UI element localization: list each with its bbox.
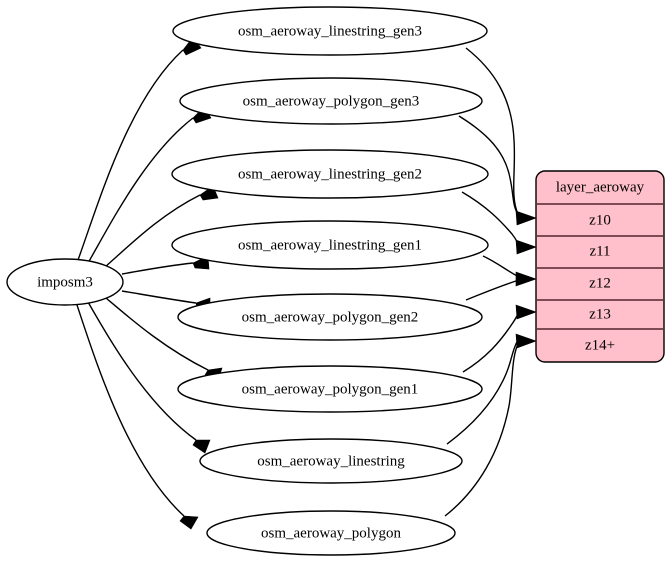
edge-polygon-gen3-to-z10 <box>458 115 520 217</box>
linestring-gen1-label: osm_aeroway_linestring_gen1 <box>238 237 422 253</box>
linestring-gen2-ellipse[interactable] <box>171 149 489 199</box>
arrowhead-linestring <box>192 439 211 454</box>
node-osm-aeroway-polygon-gen2[interactable]: osm_aeroway_polygon_gen2 <box>177 293 483 341</box>
edge-imposm3-to-linestring-gen1 <box>121 262 194 275</box>
arrowhead-z11 <box>515 239 537 255</box>
edge-imposm3-to-linestring-gen3 <box>77 49 184 261</box>
edge-linestring-gen1-to-z12 <box>482 255 520 278</box>
edge-imposm3-to-linestring-gen2 <box>104 194 201 268</box>
polygon-gen1-ellipse[interactable] <box>177 365 483 413</box>
polygon-ellipse[interactable] <box>206 510 456 556</box>
node-layer-aeroway-table[interactable]: layer_aeroway z10 z11 z12 z13 z14+ <box>535 170 665 363</box>
layer-aeroway-row-z11[interactable]: z11 <box>589 243 610 259</box>
node-osm-aeroway-linestring-gen2[interactable]: osm_aeroway_linestring_gen2 <box>171 149 489 199</box>
node-osm-aeroway-linestring[interactable]: osm_aeroway_linestring <box>199 438 463 484</box>
linestring-gen2-label: osm_aeroway_linestring_gen2 <box>238 166 422 182</box>
arrowhead-z12 <box>515 271 537 287</box>
edge-polygon-gen2-to-z12 <box>465 279 520 301</box>
polygon-gen1-label: osm_aeroway_polygon_gen1 <box>242 381 419 397</box>
edge-imposm3-to-polygon-gen1 <box>105 297 209 371</box>
node-osm-aeroway-polygon-gen3[interactable]: osm_aeroway_polygon_gen3 <box>179 77 483 125</box>
layer-aeroway-box[interactable] <box>535 170 665 363</box>
layer-aeroway-row-z12[interactable]: z12 <box>589 275 611 291</box>
arrowhead-polygon <box>179 515 199 530</box>
linestring-ellipse[interactable] <box>199 438 463 484</box>
edge-imposm3-to-polygon-gen3 <box>87 117 194 264</box>
edge-polygon-to-z14-plus <box>444 341 520 517</box>
arrowhead-z14-plus <box>515 333 537 349</box>
edges-tables-to-layer <box>444 47 520 517</box>
linestring-gen3-label: osm_aeroway_linestring_gen3 <box>238 23 422 39</box>
node-osm-aeroway-polygon[interactable]: osm_aeroway_polygon <box>206 510 456 556</box>
polygon-gen2-ellipse[interactable] <box>177 293 483 341</box>
node-osm-aeroway-linestring-gen3[interactable]: osm_aeroway_linestring_gen3 <box>172 6 488 56</box>
node-osm-aeroway-linestring-gen1[interactable]: osm_aeroway_linestring_gen1 <box>171 220 489 270</box>
polygon-gen3-ellipse[interactable] <box>179 77 483 125</box>
linestring-label: osm_aeroway_linestring <box>257 453 405 469</box>
edge-linestring-gen3-to-z10 <box>465 47 519 215</box>
edges-source-to-tables <box>76 49 209 517</box>
imposm3-label: imposm3 <box>37 274 93 290</box>
arrowhead-z10 <box>515 210 537 226</box>
arrowheads-into-layer <box>515 210 537 349</box>
edge-linestring-to-z14-plus <box>446 339 519 445</box>
arrowhead-z13 <box>515 304 537 320</box>
layer-aeroway-row-z10[interactable]: z10 <box>589 212 611 228</box>
linestring-gen3-ellipse[interactable] <box>172 6 488 56</box>
node-osm-aeroway-polygon-gen1[interactable]: osm_aeroway_polygon_gen1 <box>177 365 483 413</box>
imposm3-ellipse[interactable] <box>6 258 124 306</box>
node-imposm3[interactable]: imposm3 <box>6 258 124 306</box>
polygon-gen2-label: osm_aeroway_polygon_gen2 <box>242 309 419 325</box>
edge-imposm3-to-polygon-gen2 <box>121 290 197 304</box>
edge-imposm3-to-linestring <box>87 301 197 441</box>
linestring-gen1-ellipse[interactable] <box>171 220 489 270</box>
polygon-label: osm_aeroway_polygon <box>261 525 401 541</box>
layer-aeroway-row-z14-plus[interactable]: z14+ <box>585 337 615 353</box>
polygon-gen3-label: osm_aeroway_polygon_gen3 <box>243 93 420 109</box>
layer-aeroway-header-label: layer_aeroway <box>556 179 645 195</box>
layer-aeroway-row-z13[interactable]: z13 <box>589 306 611 322</box>
edge-imposm3-to-polygon <box>76 304 185 517</box>
